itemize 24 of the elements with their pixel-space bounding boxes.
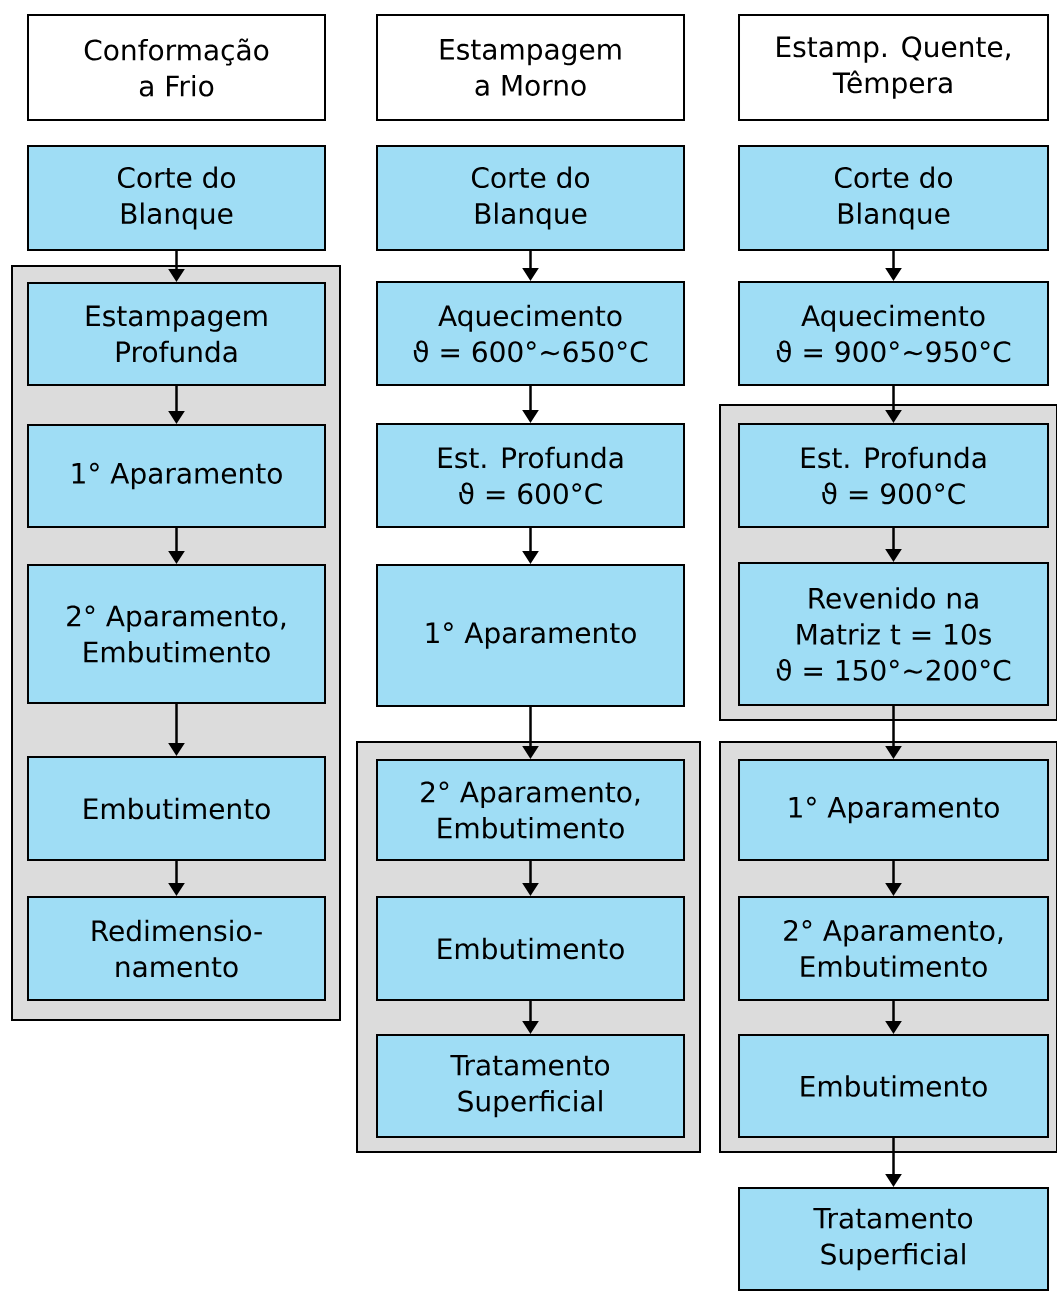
process-box: Revenido na Matriz t = 10s ϑ = 150°~200°C [738, 562, 1049, 706]
process-box: Estampagem Profunda [27, 282, 326, 386]
process-box: Embutimento [738, 1034, 1049, 1138]
process-box: Tratamento Superficial [738, 1187, 1049, 1291]
process-box: Aquecimento ϑ = 900°~950°C [738, 281, 1049, 386]
process-box: Est. Profunda ϑ = 600°C [376, 423, 685, 528]
process-box: Corte do Blanque [738, 145, 1049, 251]
column-header: Conformação a Frio [27, 14, 326, 121]
process-box: Corte do Blanque [376, 145, 685, 251]
process-box: 2° Aparamento, Embutimento [738, 896, 1049, 1001]
process-box: Redimensio- namento [27, 896, 326, 1001]
process-box: Aquecimento ϑ = 600°~650°C [376, 281, 685, 386]
column-header: Estampagem a Morno [376, 14, 685, 121]
process-box: 1° Aparamento [376, 564, 685, 707]
process-box: 2° Aparamento, Embutimento [376, 759, 685, 861]
process-box: 1° Aparamento [27, 424, 326, 528]
process-box: Corte do Blanque [27, 145, 326, 251]
process-box: Embutimento [376, 896, 685, 1001]
process-box: Est. Profunda ϑ = 900°C [738, 423, 1049, 528]
process-box: 1° Aparamento [738, 759, 1049, 861]
process-box: Tratamento Superficial [376, 1034, 685, 1138]
process-box: Embutimento [27, 756, 326, 861]
process-box: 2° Aparamento, Embutimento [27, 564, 326, 704]
column-header: Estamp. Quente, Têmpera [738, 14, 1049, 121]
